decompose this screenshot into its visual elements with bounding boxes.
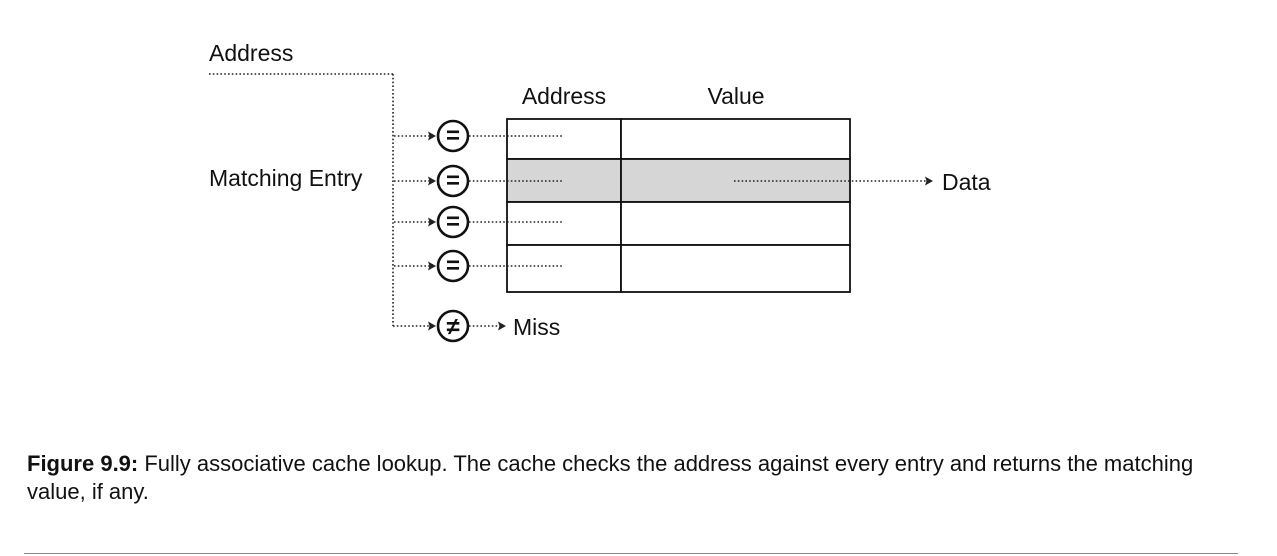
cache-entry-3-value bbox=[620, 201, 851, 246]
comparator-row-4: = bbox=[394, 249, 563, 283]
equal-comparator-2 bbox=[436, 164, 470, 198]
data-output-label: Data bbox=[942, 169, 991, 195]
cache-entry-1-value bbox=[620, 118, 851, 160]
figure-label: Figure 9.9: bbox=[27, 451, 139, 476]
comparator-row-2: = bbox=[394, 164, 563, 198]
bottom-divider bbox=[24, 553, 1238, 554]
equal-symbol: = bbox=[446, 209, 460, 236]
equal-symbol: = bbox=[446, 123, 460, 150]
figure-caption: Figure 9.9: Fully associative cache look… bbox=[27, 450, 1227, 506]
cache-entry-2-address bbox=[506, 158, 622, 203]
column-header-value: Value bbox=[707, 83, 764, 109]
equal-symbol: = bbox=[446, 168, 460, 195]
cache-entry-4-address bbox=[506, 244, 622, 293]
miss-label: Miss bbox=[513, 314, 560, 340]
cache-entry-4-value bbox=[620, 244, 851, 293]
equal-comparator-3 bbox=[436, 205, 470, 239]
input-address-label: Address bbox=[209, 40, 293, 66]
cache-lookup-diagram: Address Matching Entry Address Value = =… bbox=[209, 40, 991, 343]
figure-caption-text: Fully associative cache lookup. The cach… bbox=[27, 451, 1194, 504]
miss-row: ≠ bbox=[393, 309, 506, 343]
comparator-row-1: = bbox=[394, 119, 563, 153]
cache-entry-3-address bbox=[506, 201, 622, 246]
data-output-arrow bbox=[925, 176, 933, 186]
not-equal-comparator bbox=[436, 309, 470, 343]
equal-comparator-1 bbox=[436, 119, 470, 153]
cache-entry-1-address bbox=[506, 118, 622, 160]
not-equal-symbol: ≠ bbox=[446, 314, 459, 341]
equal-comparator-4 bbox=[436, 249, 470, 283]
equal-symbol: = bbox=[446, 253, 460, 280]
comparator-row-3: = bbox=[394, 205, 563, 239]
matching-entry-label: Matching Entry bbox=[209, 165, 363, 191]
column-header-address: Address bbox=[522, 83, 606, 109]
